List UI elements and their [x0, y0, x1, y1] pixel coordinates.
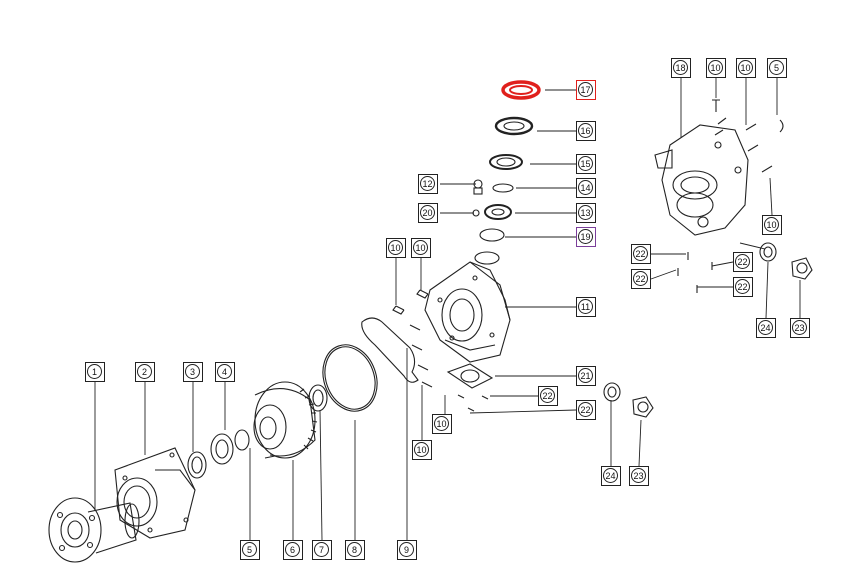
- callout-18: 18: [671, 58, 691, 78]
- callout-12: 12: [418, 174, 438, 194]
- callout-22: 22: [576, 400, 596, 420]
- drain-plug-lower-part: [603, 382, 654, 418]
- callout-16: 16: [576, 121, 596, 141]
- callout-22: 22: [733, 277, 753, 297]
- callout-6: 6: [283, 540, 303, 560]
- callout-22: 22: [733, 252, 753, 272]
- drain-plug-upper-part: [759, 242, 813, 280]
- callout-13: 13: [576, 203, 596, 223]
- callout-9: 9: [397, 540, 417, 560]
- callout-22: 22: [631, 269, 651, 289]
- callout-10: 10: [762, 215, 782, 235]
- callout-5: 5: [240, 540, 260, 560]
- callout-10: 10: [386, 238, 406, 258]
- callout-7: 7: [312, 540, 332, 560]
- housing-part: [424, 261, 511, 363]
- o-ring-part: [322, 344, 378, 412]
- pinion-cover-part: [114, 447, 196, 539]
- callout-23: 23: [790, 318, 810, 338]
- upper-housing-part: [654, 124, 749, 236]
- callout-2: 2: [135, 362, 155, 382]
- callout-23: 23: [629, 466, 649, 486]
- callout-24: 24: [601, 466, 621, 486]
- cover-plate-part: [446, 363, 494, 389]
- callout-22: 22: [631, 244, 651, 264]
- bolt-group-lower: [392, 289, 489, 412]
- callout-17: 17: [576, 80, 596, 100]
- callout-10: 10: [706, 58, 726, 78]
- callout-11: 11: [576, 297, 596, 317]
- callout-14: 14: [576, 178, 596, 198]
- callout-5: 5: [767, 58, 787, 78]
- callout-19: 19: [576, 227, 596, 247]
- callout-3: 3: [183, 362, 203, 382]
- callout-8: 8: [345, 540, 365, 560]
- callout-4: 4: [215, 362, 235, 382]
- callout-10: 10: [412, 440, 432, 460]
- callout-10: 10: [736, 58, 756, 78]
- bolt-group-upper: [677, 99, 784, 293]
- callout-20: 20: [418, 203, 438, 223]
- pinion-flange-part: [48, 497, 140, 563]
- callout-10: 10: [411, 238, 431, 258]
- pinion-stack-parts: [474, 80, 541, 265]
- callout-21: 21: [576, 366, 596, 386]
- callout-1: 1: [85, 362, 105, 382]
- gasket-part: [361, 317, 419, 383]
- callout-22: 22: [538, 386, 558, 406]
- differential-bearing-part: [308, 384, 328, 412]
- callout-24: 24: [756, 318, 776, 338]
- callout-15: 15: [576, 154, 596, 174]
- pinion-bearing-part: [187, 429, 250, 479]
- ring-gear-part: [253, 381, 318, 459]
- callout-10: 10: [432, 414, 452, 434]
- vent-fitting-part: [472, 179, 483, 217]
